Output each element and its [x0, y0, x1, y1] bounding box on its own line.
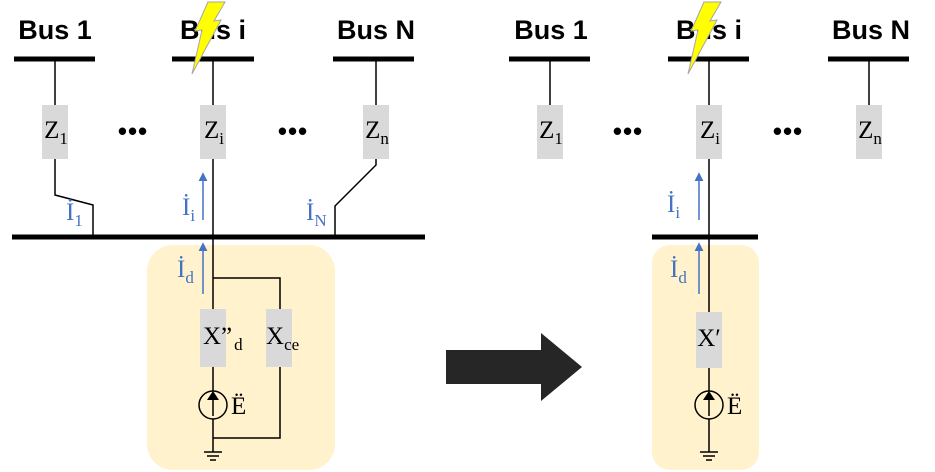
right-impedance-zi-box [696, 105, 722, 159]
branch-1-lower-wire [54, 159, 94, 237]
impedance-z1-box [42, 105, 68, 159]
right-impedance-z1-box [537, 105, 563, 159]
current-source-icon [694, 390, 724, 420]
right-impedance-zi-label: Zi [700, 117, 720, 148]
reactance-xce-label: Xce [266, 323, 299, 354]
current-d-label: İd [177, 256, 194, 287]
reactance-xd-label: X”d [203, 323, 243, 354]
right-ellipsis-left: ••• [613, 116, 643, 146]
impedance-zn-label: Zn [365, 117, 389, 148]
source-e-label: Ë [231, 393, 246, 420]
branch-n-lower-wire [334, 159, 377, 237]
ground-icon [204, 451, 222, 461]
impedance-zi-label: Zi [204, 117, 224, 148]
right-bus-n-label: Bus N [832, 15, 910, 45]
current-1-label: İ1 [66, 199, 83, 230]
right-impedance-z1-label: Z1 [539, 117, 563, 148]
lightning-bolt-icon [191, 1, 226, 75]
right-arrow-icon [446, 333, 582, 401]
ellipsis-right: ••• [278, 116, 308, 146]
ground-icon [700, 451, 718, 461]
current-source-icon [198, 390, 228, 420]
right-diagram: Bus 1 Bus i Bus N Z1 Zi Zn ••• ••• İi [509, 1, 910, 470]
right-bus-1-label: Bus 1 [514, 15, 588, 45]
bus-1-label: Bus 1 [18, 15, 92, 45]
right-current-i-label: İi [667, 191, 680, 222]
impedance-zi-box [200, 105, 226, 159]
impedance-z1-label: Z1 [44, 117, 68, 148]
right-reactance-label: X′ [697, 325, 721, 352]
impedance-zn-box [363, 105, 389, 159]
right-impedance-zn-box [856, 105, 882, 159]
right-current-d-label: İd [670, 256, 687, 287]
right-source-e-label: Ë [727, 393, 742, 420]
reactance-xd-box [200, 309, 226, 367]
lightning-bolt-icon [687, 1, 722, 75]
generator-panel [147, 245, 335, 470]
right-impedance-zn-label: Zn [858, 117, 882, 148]
right-reactance-box [696, 312, 722, 368]
left-diagram: Bus 1 Bus i Bus N Z1 Zi Zn ••• ••• [12, 1, 425, 470]
reactance-xce-box [266, 309, 292, 367]
current-i-label: İi [182, 194, 195, 225]
ellipsis-left: ••• [118, 116, 148, 146]
current-n-label: İN [306, 199, 327, 230]
bus-n-label: Bus N [337, 15, 415, 45]
right-ellipsis-right: ••• [773, 116, 803, 146]
